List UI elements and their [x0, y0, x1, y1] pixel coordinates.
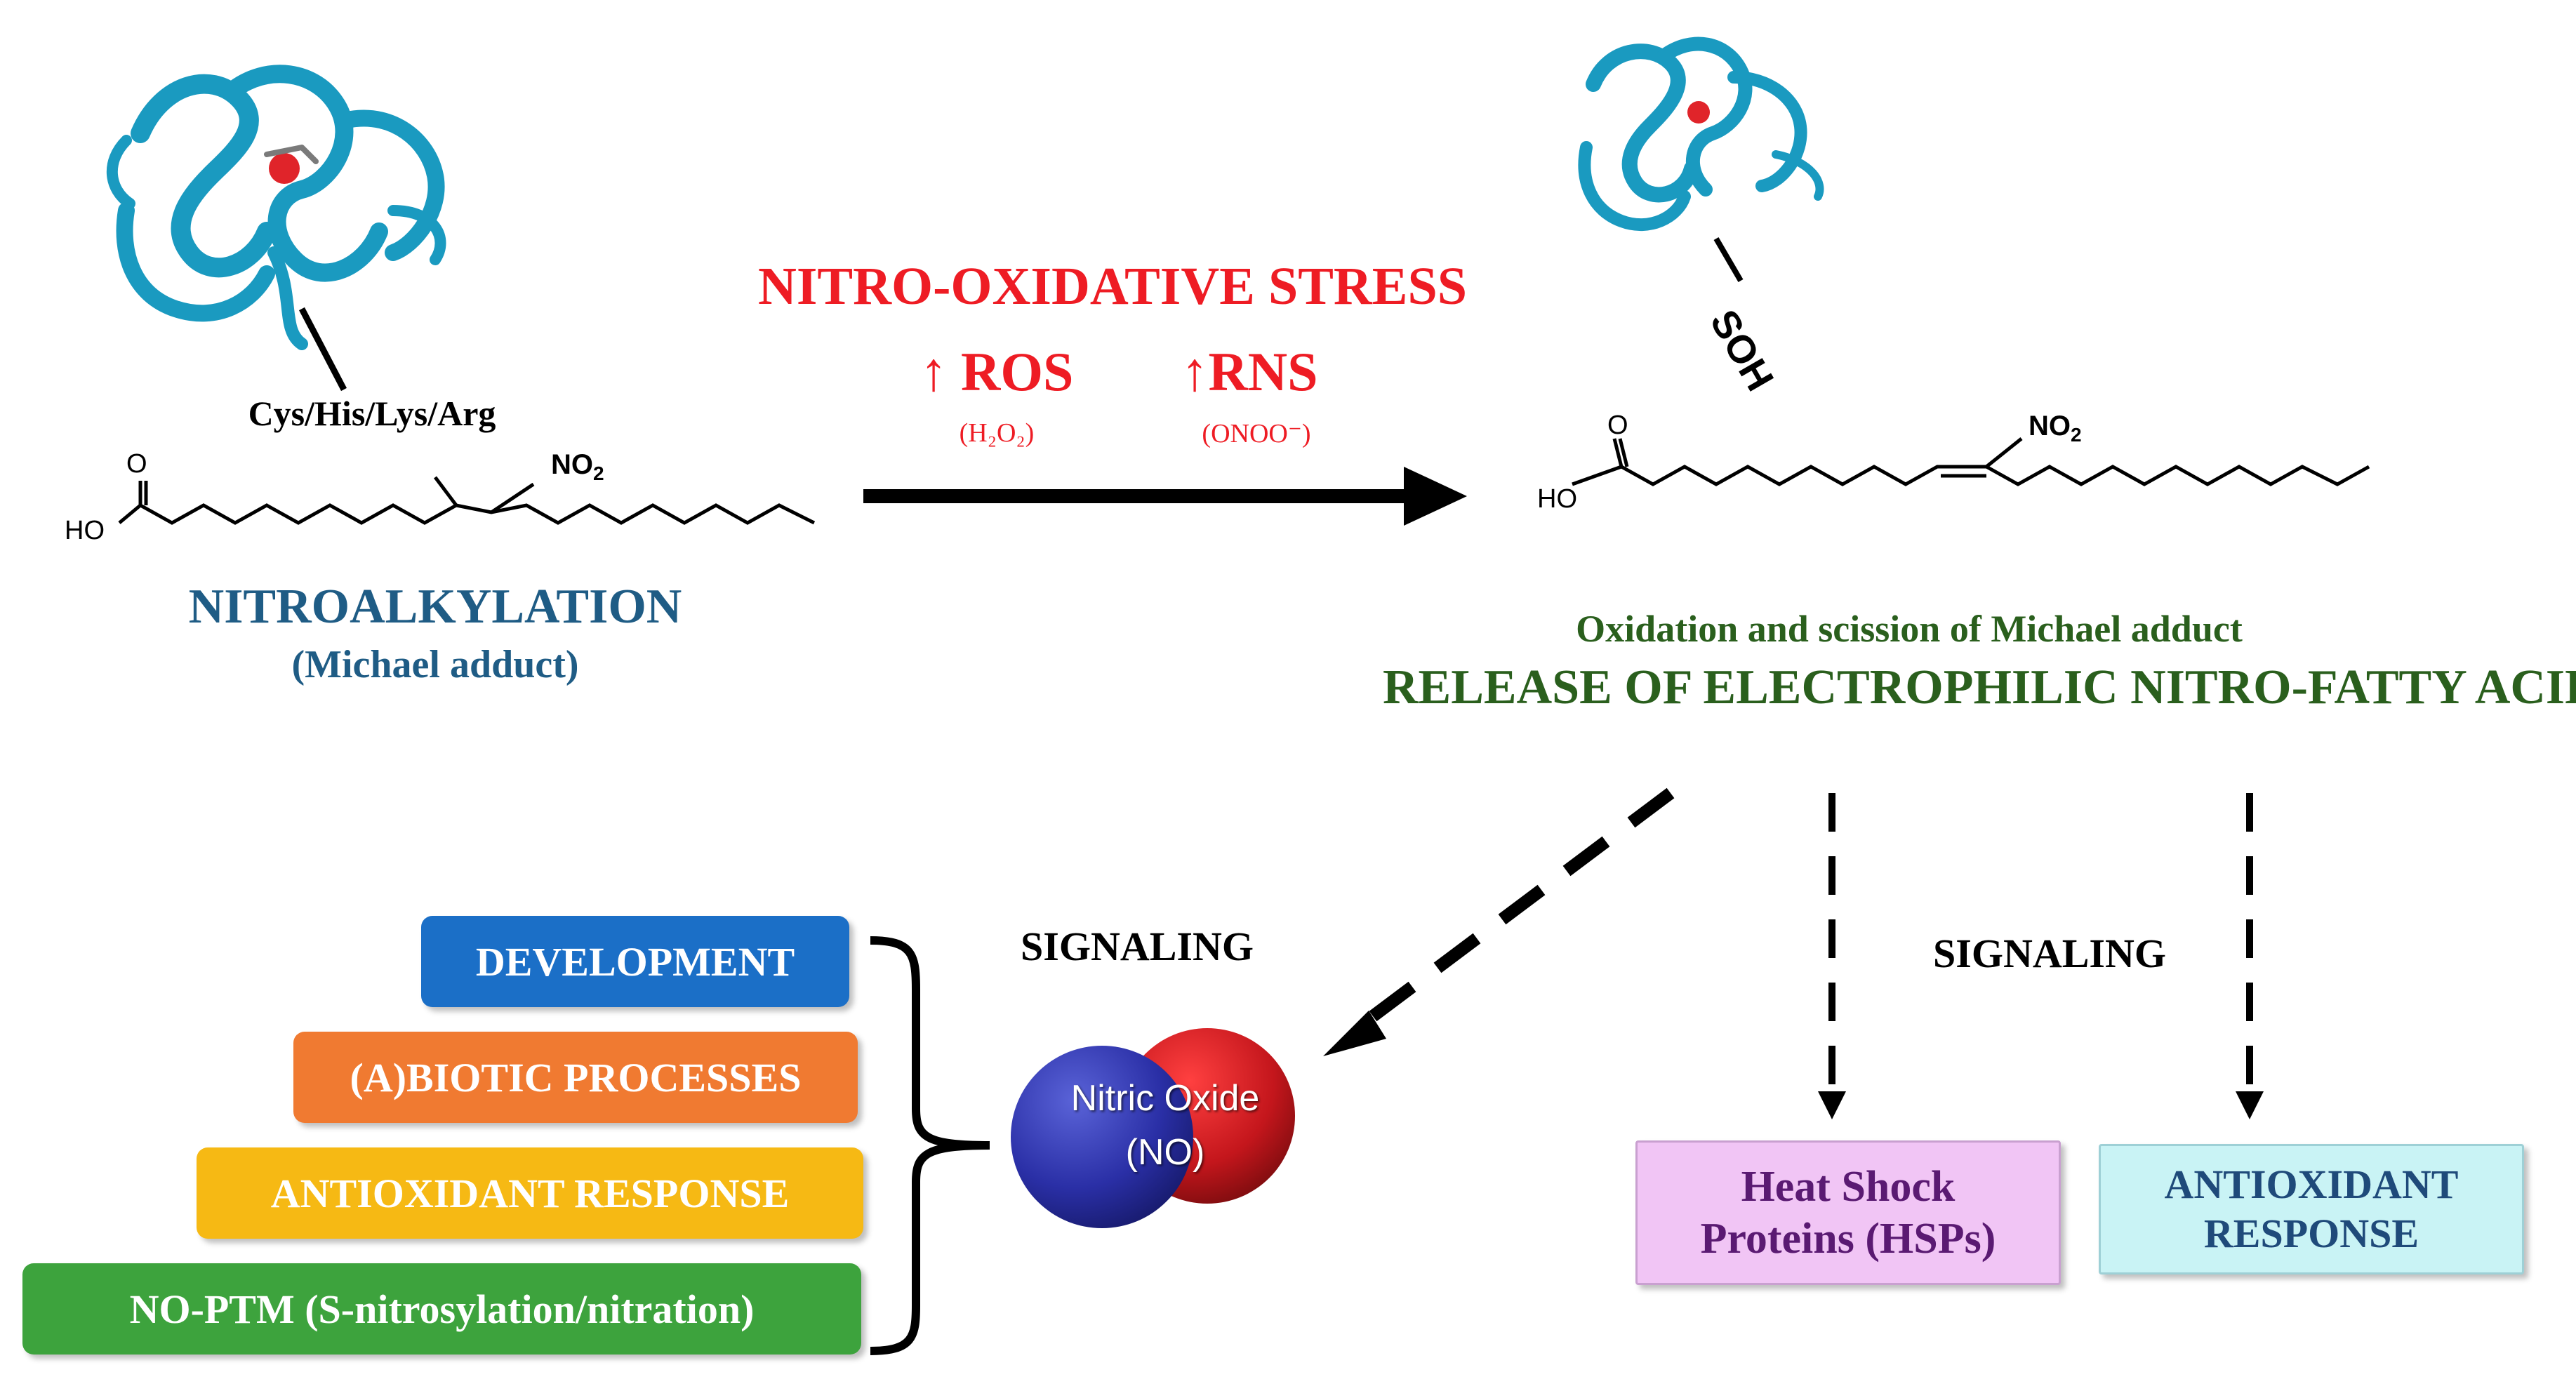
nitric-oxide-molecule: [1011, 1028, 1295, 1228]
hsp-line2: Proteins (HSPs): [1700, 1215, 1996, 1263]
dashed-arrow-to-no: [1323, 787, 1675, 1056]
protein-structure-right: [1578, 36, 1824, 231]
hsp-line1: Heat Shock: [1741, 1162, 1956, 1211]
box-antioxidant-response-label: ANTIOXIDANT RESPONSE: [270, 1170, 790, 1216]
fatty-acid-chain-right: [1572, 437, 2370, 486]
ros-example: (H₂O₂): [959, 418, 1035, 448]
hydroxyl-label-left: HO: [65, 516, 105, 545]
box-no-ptm-label: NO-PTM (S-nitrosylation/nitration): [129, 1286, 755, 1332]
nitro-subscript: 2: [2071, 424, 2082, 446]
nitro-subscript: 2: [593, 462, 604, 484]
box-abiotic-processes-label: (A)BIOTIC PROCESSES: [350, 1054, 802, 1100]
rns-label: ↑RNS: [1181, 341, 1318, 402]
dashed-arrow-to-hsp: [1818, 793, 1846, 1119]
oxidation-scission-label: Oxidation and scission of Michael adduct: [1576, 608, 2243, 650]
main-reaction-arrow: [863, 467, 1467, 526]
nitric-oxide-abbrev: (NO): [1125, 1132, 1205, 1173]
carbonyl-oxygen-label-right: O: [1607, 411, 1628, 440]
box-development-label: DEVELOPMENT: [475, 938, 795, 985]
nitro-group-label-right: NO2: [2029, 411, 2082, 446]
nitric-oxide-label: Nitric Oxide: [1070, 1078, 1260, 1119]
nitro-text: NO: [551, 449, 593, 480]
release-label: RELEASE OF ELECTROPHILIC NITRO-FATTY ACI…: [1383, 660, 2576, 714]
box-antioxidant-response-right: ANTIOXIDANT RESPONSE: [2099, 1144, 2524, 1274]
michael-adduct-subtitle: (Michael adduct): [291, 643, 579, 686]
box-no-ptm: NO-PTM (S-nitrosylation/nitration): [22, 1263, 861, 1355]
residue-label: Cys/His/Lys/Arg: [248, 394, 496, 433]
rns-example: (ONOO⁻): [1202, 419, 1311, 448]
stress-title: NITRO-OXIDATIVE STRESS: [757, 257, 1468, 316]
antioxidant-line2: RESPONSE: [2203, 1211, 2419, 1256]
box-antioxidant-response: ANTIOXIDANT RESPONSE: [197, 1147, 863, 1239]
box-heat-shock-proteins: Heat Shock Proteins (HSPs): [1635, 1140, 2061, 1285]
nitroalkylation-title: NITROALKYLATION: [188, 580, 682, 634]
box-development: DEVELOPMENT: [421, 916, 849, 1007]
protein-structure-left: [106, 65, 446, 350]
signaling-label-left: SIGNALING: [1021, 924, 1254, 969]
grouping-brace: [870, 936, 990, 1355]
protein-bond-line-right: [1713, 237, 1744, 283]
protein-bond-line-left: [299, 307, 347, 392]
signaling-label-right: SIGNALING: [1933, 931, 2166, 976]
fatty-acid-chain-left: [118, 476, 816, 525]
dashed-arrow-to-antioxidant: [2236, 793, 2264, 1119]
ros-label: ↑ ROS: [919, 341, 1074, 402]
nitro-text: NO: [2029, 411, 2071, 441]
carbonyl-oxygen-label-left: O: [126, 449, 147, 479]
box-abiotic-processes: (A)BIOTIC PROCESSES: [293, 1032, 858, 1123]
antioxidant-line1: ANTIOXIDANT: [2164, 1162, 2459, 1208]
nitro-group-label-left: NO2: [551, 449, 604, 485]
hydroxyl-label-right: HO: [1537, 484, 1577, 514]
